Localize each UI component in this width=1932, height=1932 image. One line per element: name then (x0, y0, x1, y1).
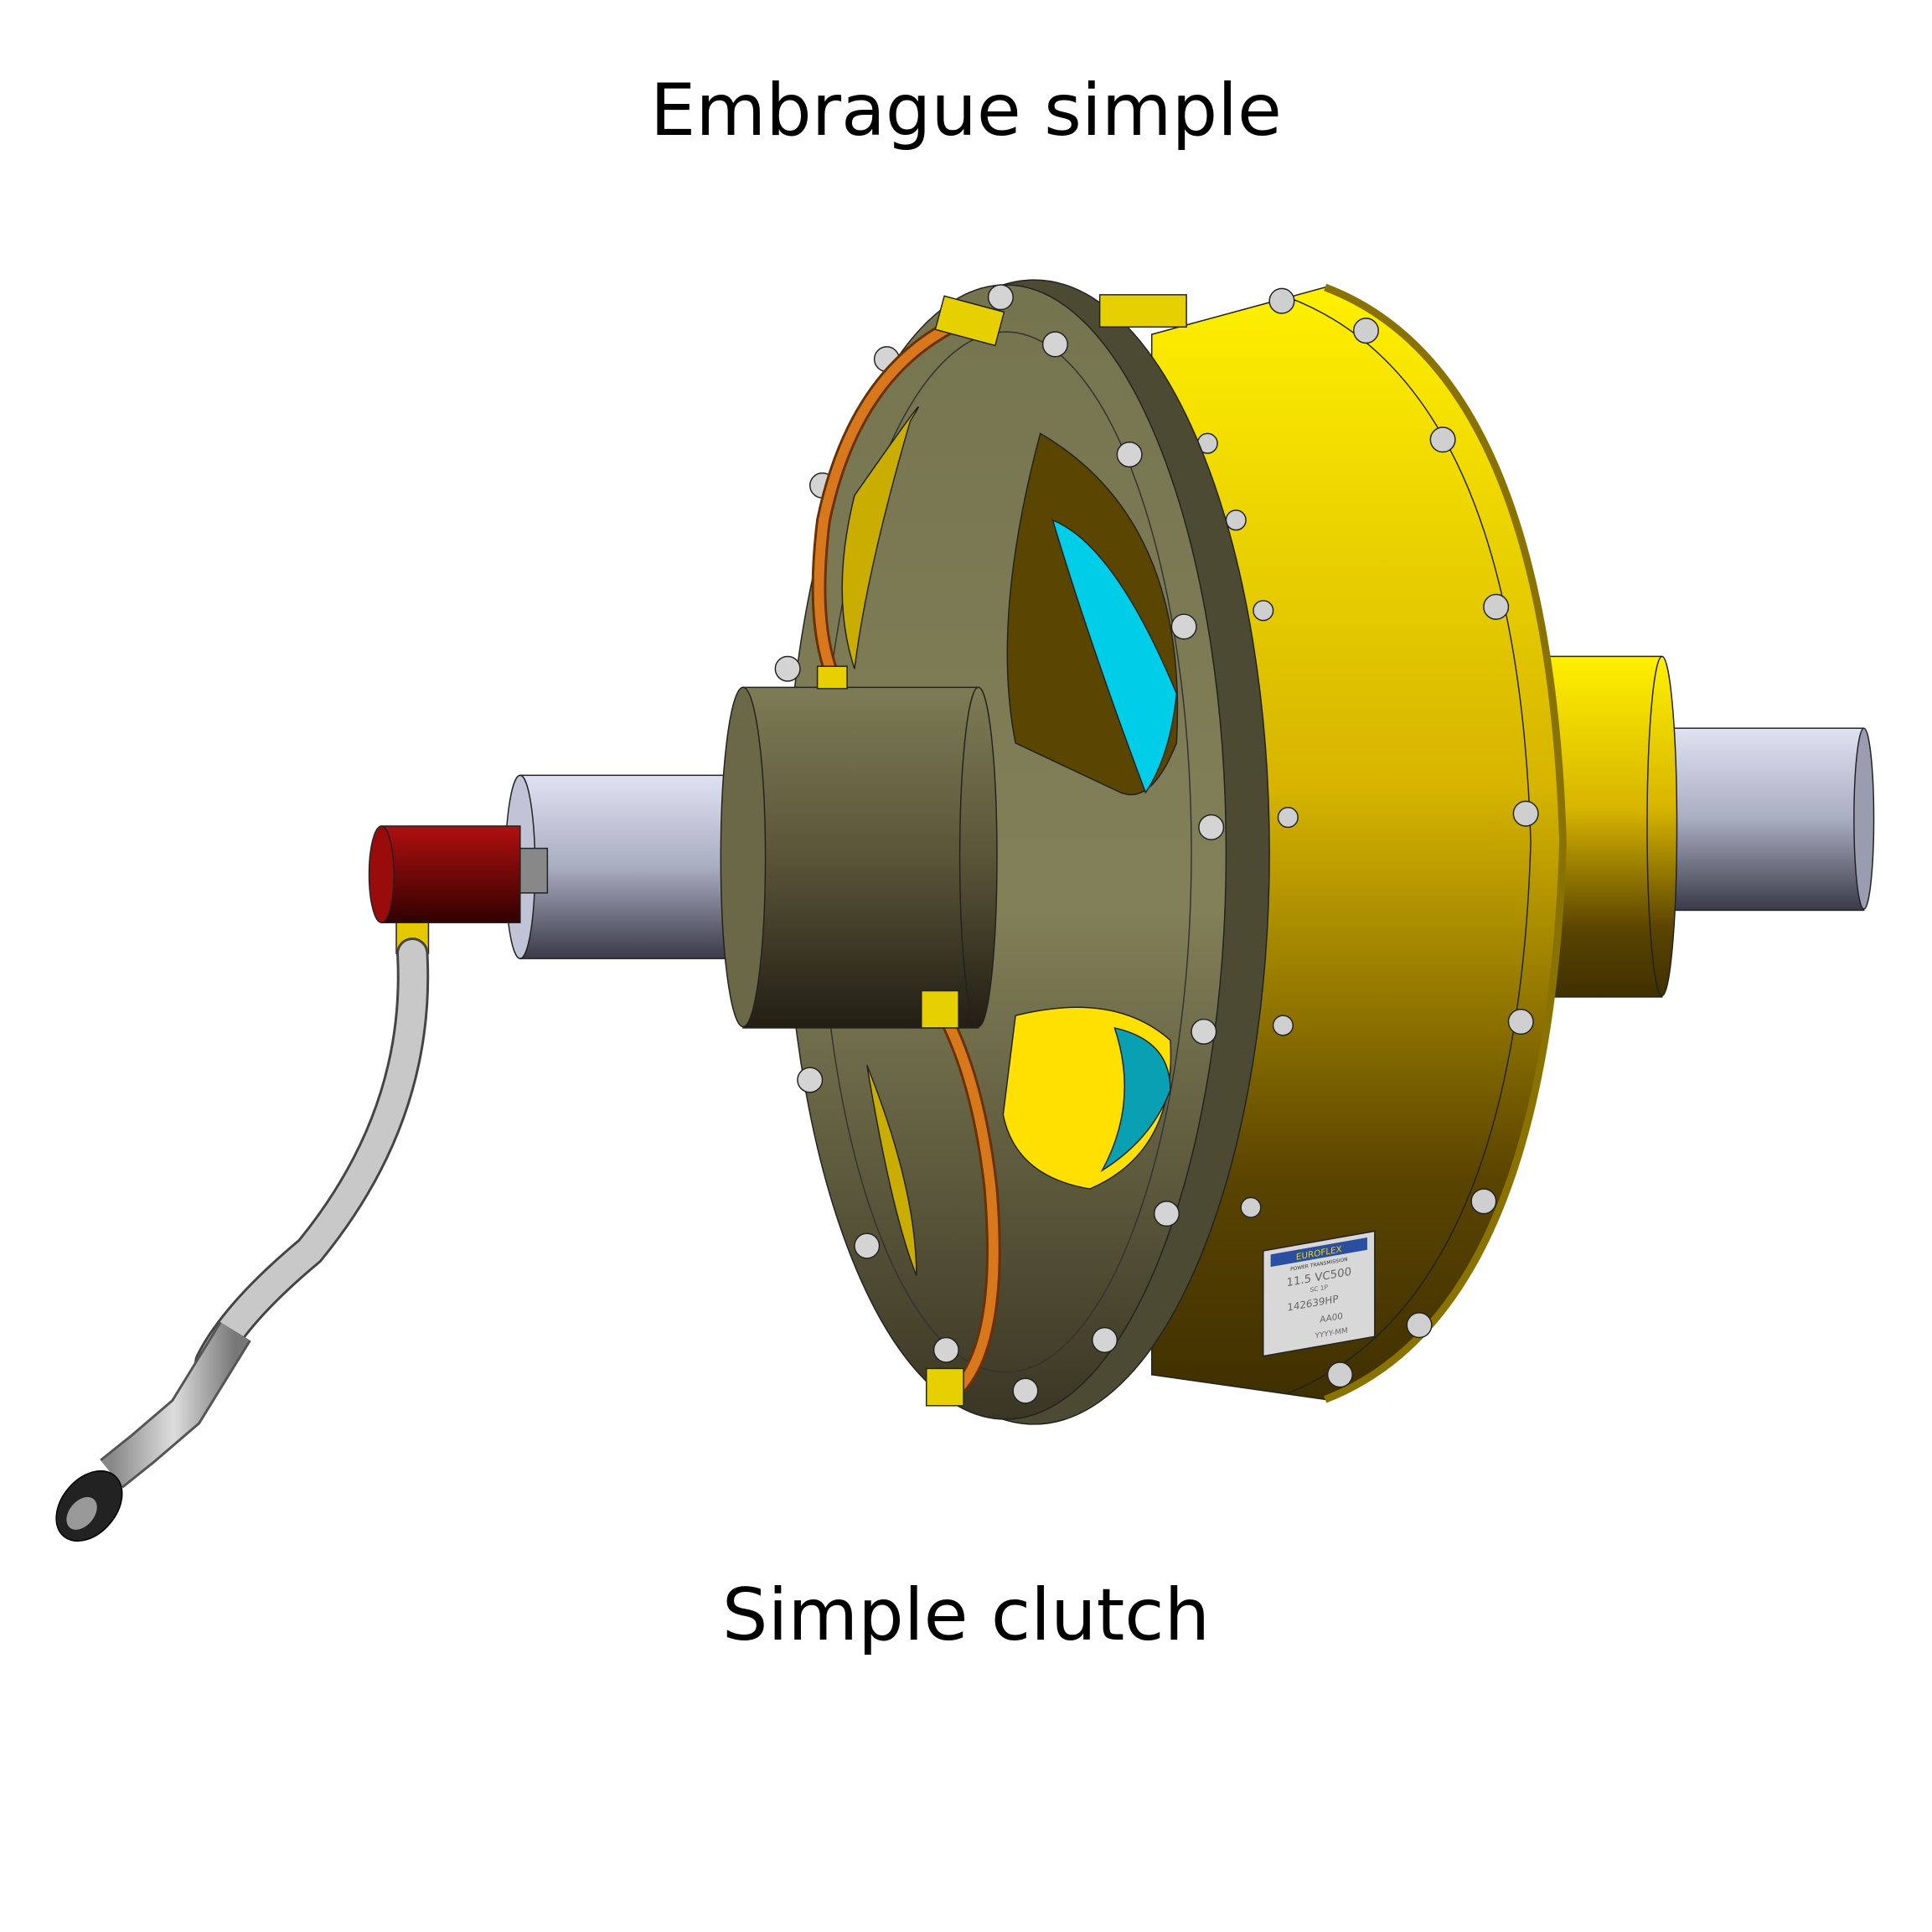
clutch-drum (1150, 283, 1567, 1403)
nameplate: EUROFLEX POWER TRANSMISSION 11.5 VC500 S… (1263, 1230, 1376, 1357)
title-spanish: Embrague simple (650, 69, 1282, 152)
flange-windows (841, 406, 1179, 1276)
nameplate-type: SC 1P (1310, 1283, 1329, 1294)
orange-hoses (811, 315, 1001, 1392)
nameplate-serial: AA00 (1320, 1311, 1343, 1325)
right-shaft (1659, 727, 1875, 912)
air-hose (55, 938, 430, 1542)
rotary-union (368, 825, 549, 954)
hose-fittings (816, 294, 1187, 1407)
title-english: Simple clutch (721, 1573, 1211, 1657)
drum-bolts (1196, 287, 1539, 1388)
right-hub (1547, 655, 1678, 998)
center-hub (720, 686, 998, 1029)
